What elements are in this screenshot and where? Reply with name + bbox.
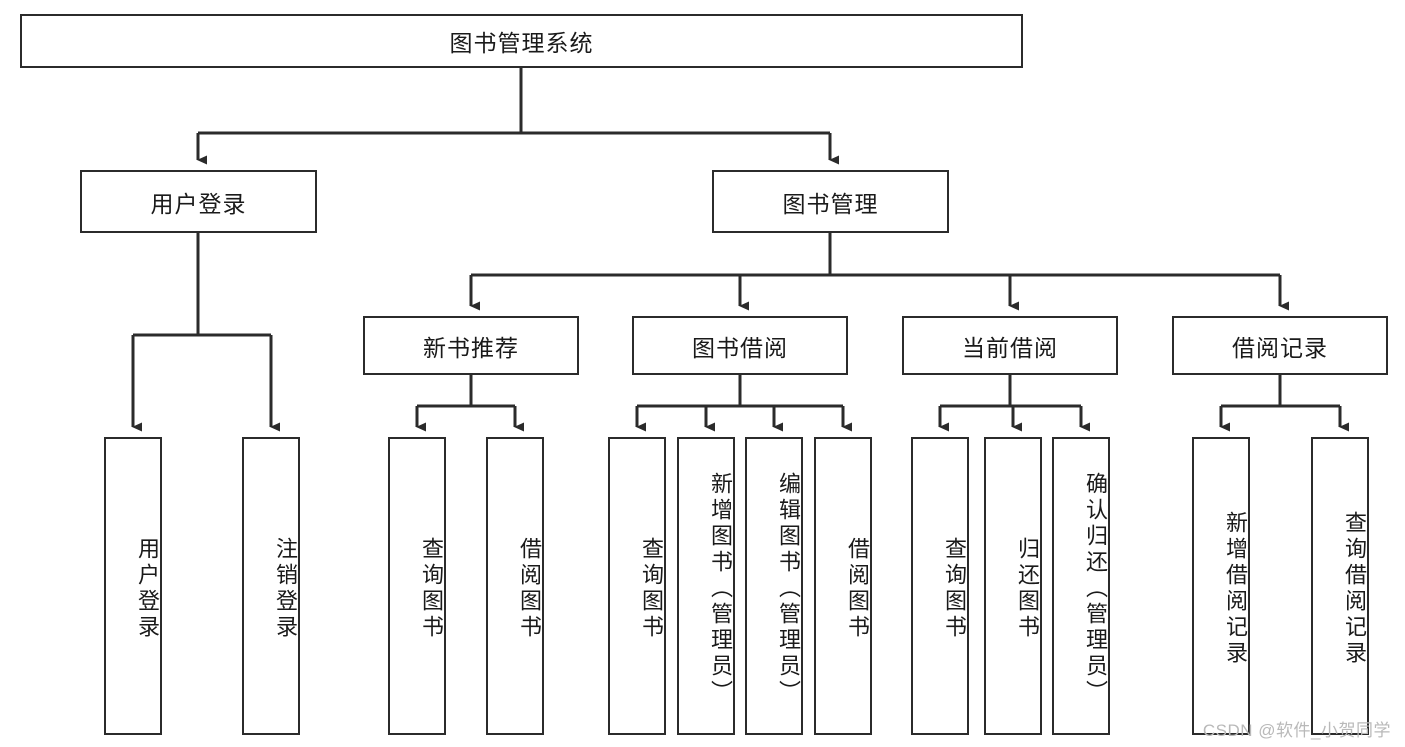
- leaf-return-book-label: 归还图书: [1015, 537, 1040, 641]
- leaf-add-record-label: 新增借阅记录: [1223, 511, 1248, 667]
- leaf-query-book-1[interactable]: 查询图书: [388, 437, 446, 735]
- leaf-return-book[interactable]: 归还图书: [984, 437, 1042, 735]
- node-book-manage-label: 图书管理: [782, 190, 879, 217]
- node-new-book-rec-label: 新书推荐: [423, 334, 519, 361]
- leaf-query-book-3-label: 查询图书: [942, 537, 967, 641]
- node-user-login-label: 用户登录: [150, 190, 247, 217]
- node-borrow-record-label: 借阅记录: [1232, 334, 1328, 361]
- node-book-borrow[interactable]: 图书借阅: [632, 316, 848, 375]
- leaf-confirm-return[interactable]: 确认归还（管理员）: [1052, 437, 1110, 735]
- leaf-query-record[interactable]: 查询借阅记录: [1311, 437, 1369, 735]
- leaf-add-book[interactable]: 新增图书（管理员）: [677, 437, 735, 735]
- leaf-edit-book-label: 编辑图书（管理员）: [776, 472, 801, 706]
- edge-group: [131, 68, 1349, 432]
- leaf-logout[interactable]: 注销登录: [242, 437, 300, 735]
- leaf-user-login-label: 用户登录: [135, 537, 160, 641]
- leaf-borrow-book-1-label: 借阅图书: [517, 537, 542, 641]
- node-new-book-rec[interactable]: 新书推荐: [363, 316, 579, 375]
- leaf-borrow-book-2[interactable]: 借阅图书: [814, 437, 872, 735]
- leaf-query-book-2-label: 查询图书: [639, 537, 664, 641]
- leaf-confirm-return-label: 确认归还（管理员）: [1083, 472, 1108, 706]
- node-borrow-record[interactable]: 借阅记录: [1172, 316, 1388, 375]
- node-book-manage[interactable]: 图书管理: [712, 170, 949, 233]
- leaf-query-book-2[interactable]: 查询图书: [608, 437, 666, 735]
- leaf-add-book-label: 新增图书（管理员）: [708, 472, 733, 706]
- node-root-label: 图书管理系统: [449, 30, 594, 56]
- node-current-borrow[interactable]: 当前借阅: [902, 316, 1118, 375]
- leaf-logout-label: 注销登录: [273, 537, 298, 641]
- leaf-borrow-book-1[interactable]: 借阅图书: [486, 437, 544, 735]
- leaf-query-record-label: 查询借阅记录: [1342, 511, 1367, 667]
- leaf-query-book-3[interactable]: 查询图书: [911, 437, 969, 735]
- leaf-query-book-1-label: 查询图书: [419, 537, 444, 641]
- leaf-edit-book[interactable]: 编辑图书（管理员）: [745, 437, 803, 735]
- node-current-borrow-label: 当前借阅: [962, 334, 1058, 361]
- node-user-login[interactable]: 用户登录: [80, 170, 317, 233]
- leaf-add-record[interactable]: 新增借阅记录: [1192, 437, 1250, 735]
- leaf-borrow-book-2-label: 借阅图书: [845, 537, 870, 641]
- node-root[interactable]: 图书管理系统: [20, 14, 1023, 68]
- leaf-user-login[interactable]: 用户登录: [104, 437, 162, 735]
- node-book-borrow-label: 图书借阅: [692, 334, 788, 361]
